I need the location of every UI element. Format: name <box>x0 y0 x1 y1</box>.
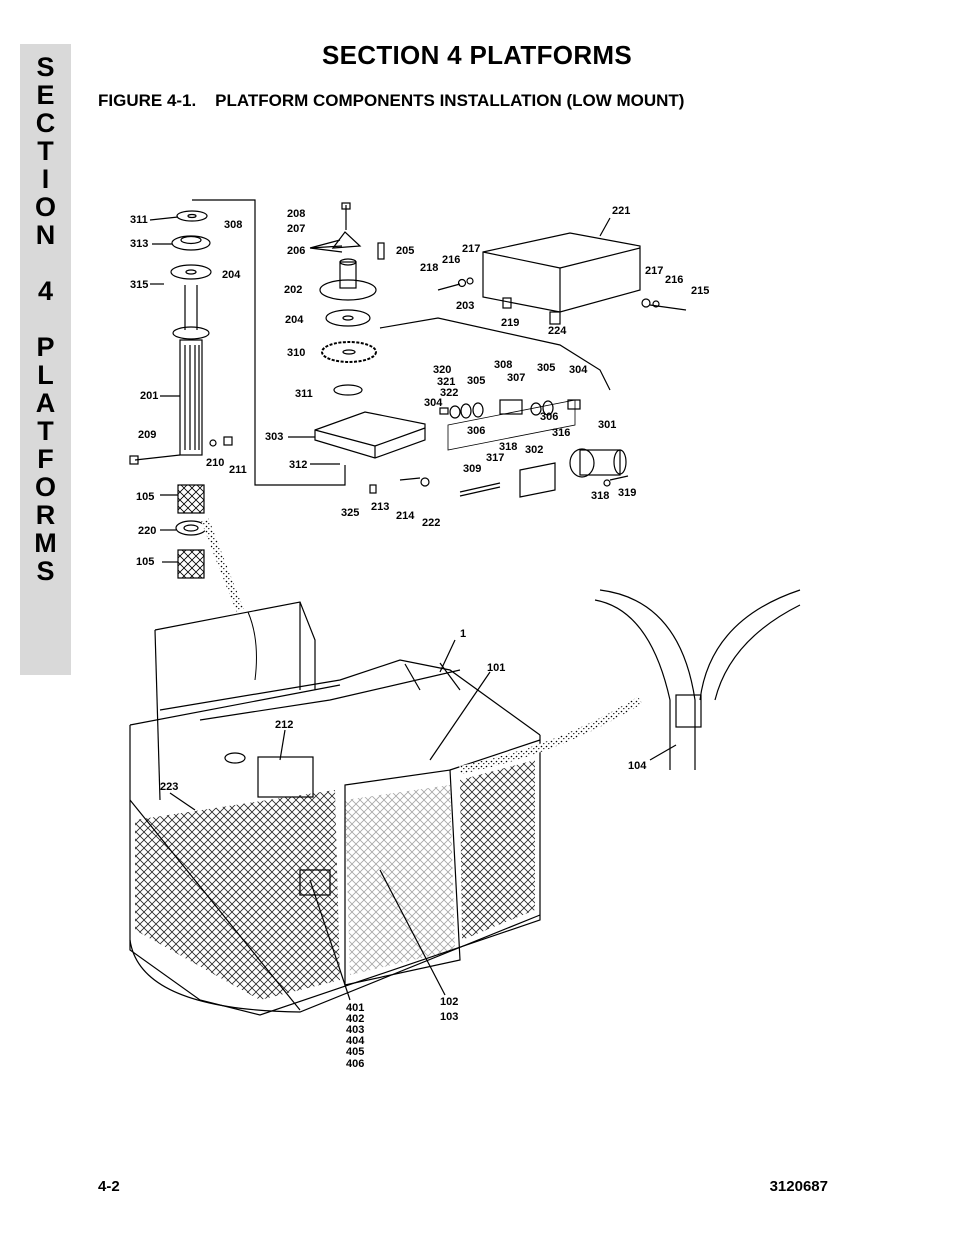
callout-406: 406 <box>346 1058 364 1070</box>
callout-318: 318 <box>591 490 609 502</box>
callout-104: 104 <box>628 760 647 772</box>
callout-223: 223 <box>160 781 178 793</box>
callout-402: 402 <box>346 1013 364 1025</box>
callout-405: 405 <box>346 1046 364 1058</box>
figure-title: FIGURE 4-1. PLATFORM COMPONENTS INSTALLA… <box>98 91 685 110</box>
callout-303: 303 <box>265 431 283 443</box>
side-tab-letter: M <box>34 528 57 558</box>
callout-315: 315 <box>130 279 148 291</box>
side-tab-letter: R <box>35 500 56 530</box>
callout-212: 212 <box>275 719 293 731</box>
callout-202: 202 <box>284 284 302 296</box>
callout-301: 301 <box>598 419 616 431</box>
drawing-linework <box>129 199 801 1016</box>
side-tab-letter: I <box>41 164 50 194</box>
callout-304: 304 <box>424 397 443 409</box>
callout-308: 308 <box>224 219 242 231</box>
side-tab-letter: 4 <box>37 276 54 306</box>
side-tab-letter: A <box>35 388 56 418</box>
callout-316: 316 <box>552 427 570 439</box>
side-tab-letter: E <box>36 80 55 110</box>
callout-204: 204 <box>222 269 241 281</box>
callout-321: 321 <box>437 376 455 388</box>
callout-213: 213 <box>371 501 389 513</box>
callout-210: 210 <box>206 457 224 469</box>
callout-219: 219 <box>501 317 519 329</box>
callout-101: 101 <box>487 662 505 674</box>
callout-211: 211 <box>229 464 247 476</box>
callout-215: 215 <box>691 285 709 297</box>
callout-220: 220 <box>138 525 156 537</box>
callout-304: 304 <box>569 364 588 376</box>
basket-mesh <box>135 760 535 1000</box>
callout-218: 218 <box>420 262 438 274</box>
callout-labels: 311 308 313 204 315 208 207 206 205 221 … <box>130 205 709 1070</box>
callout-320: 320 <box>433 364 451 376</box>
side-tab-letter: C <box>35 108 56 138</box>
section-side-tab: S E C T I O N 4 P L A T F O R M S <box>20 44 71 675</box>
callout-216: 216 <box>665 274 683 286</box>
callout-310: 310 <box>287 347 305 359</box>
callout-224: 224 <box>548 325 567 337</box>
callout-206: 206 <box>287 245 305 257</box>
callout-325: 325 <box>341 507 359 519</box>
callout-102: 102 <box>440 996 458 1008</box>
callout-305: 305 <box>537 362 555 374</box>
callout-302: 302 <box>525 444 543 456</box>
document-number: 3120687 <box>769 1178 828 1195</box>
callout-311: 311 <box>295 388 313 400</box>
side-tab-letter: L <box>37 360 54 390</box>
side-tab-letter: T <box>37 416 54 446</box>
hydraulic-hoses <box>201 518 643 774</box>
callout-404: 404 <box>346 1035 365 1047</box>
callout-401: 401 <box>346 1002 364 1014</box>
side-tab-letter: O <box>34 472 56 502</box>
callout-105: 105 <box>136 556 154 568</box>
callout-307: 307 <box>507 372 525 384</box>
callout-319: 319 <box>618 487 636 499</box>
callout-201: 201 <box>140 390 158 402</box>
side-tab-letter: N <box>35 220 56 250</box>
callout-322: 322 <box>440 387 458 399</box>
callout-217: 217 <box>462 243 480 255</box>
callout-1: 1 <box>460 628 466 640</box>
callout-208: 208 <box>287 208 305 220</box>
callout-203: 203 <box>456 300 474 312</box>
callout-205: 205 <box>396 245 414 257</box>
callout-214: 214 <box>396 510 415 522</box>
side-tab-letter: S <box>36 52 55 82</box>
section-title: SECTION 4 PLATFORMS <box>321 40 632 70</box>
side-tab-letter: P <box>36 332 55 362</box>
side-tab-letter: T <box>37 136 54 166</box>
callout-403: 403 <box>346 1024 364 1036</box>
callout-312: 312 <box>289 459 307 471</box>
callout-105: 105 <box>136 491 154 503</box>
callout-308: 308 <box>494 359 512 371</box>
callout-103: 103 <box>440 1011 458 1023</box>
side-tab-letter: F <box>37 444 54 474</box>
side-tab-letter: S <box>36 556 55 586</box>
callout-222: 222 <box>422 517 440 529</box>
callout-305: 305 <box>467 375 485 387</box>
callout-309: 309 <box>463 463 481 475</box>
callout-204: 204 <box>285 314 304 326</box>
callout-217: 217 <box>645 265 663 277</box>
callout-221: 221 <box>612 205 630 217</box>
callout-313: 313 <box>130 238 148 250</box>
callout-318: 318 <box>499 441 517 453</box>
callout-317: 317 <box>486 452 504 464</box>
page-number: 4-2 <box>98 1178 120 1195</box>
callout-306: 306 <box>540 411 558 423</box>
callout-216: 216 <box>442 254 460 266</box>
side-tab-letter: O <box>34 192 56 222</box>
callout-311: 311 <box>130 214 148 226</box>
callout-209: 209 <box>138 429 156 441</box>
callout-207: 207 <box>287 223 305 235</box>
callout-306: 306 <box>467 425 485 437</box>
